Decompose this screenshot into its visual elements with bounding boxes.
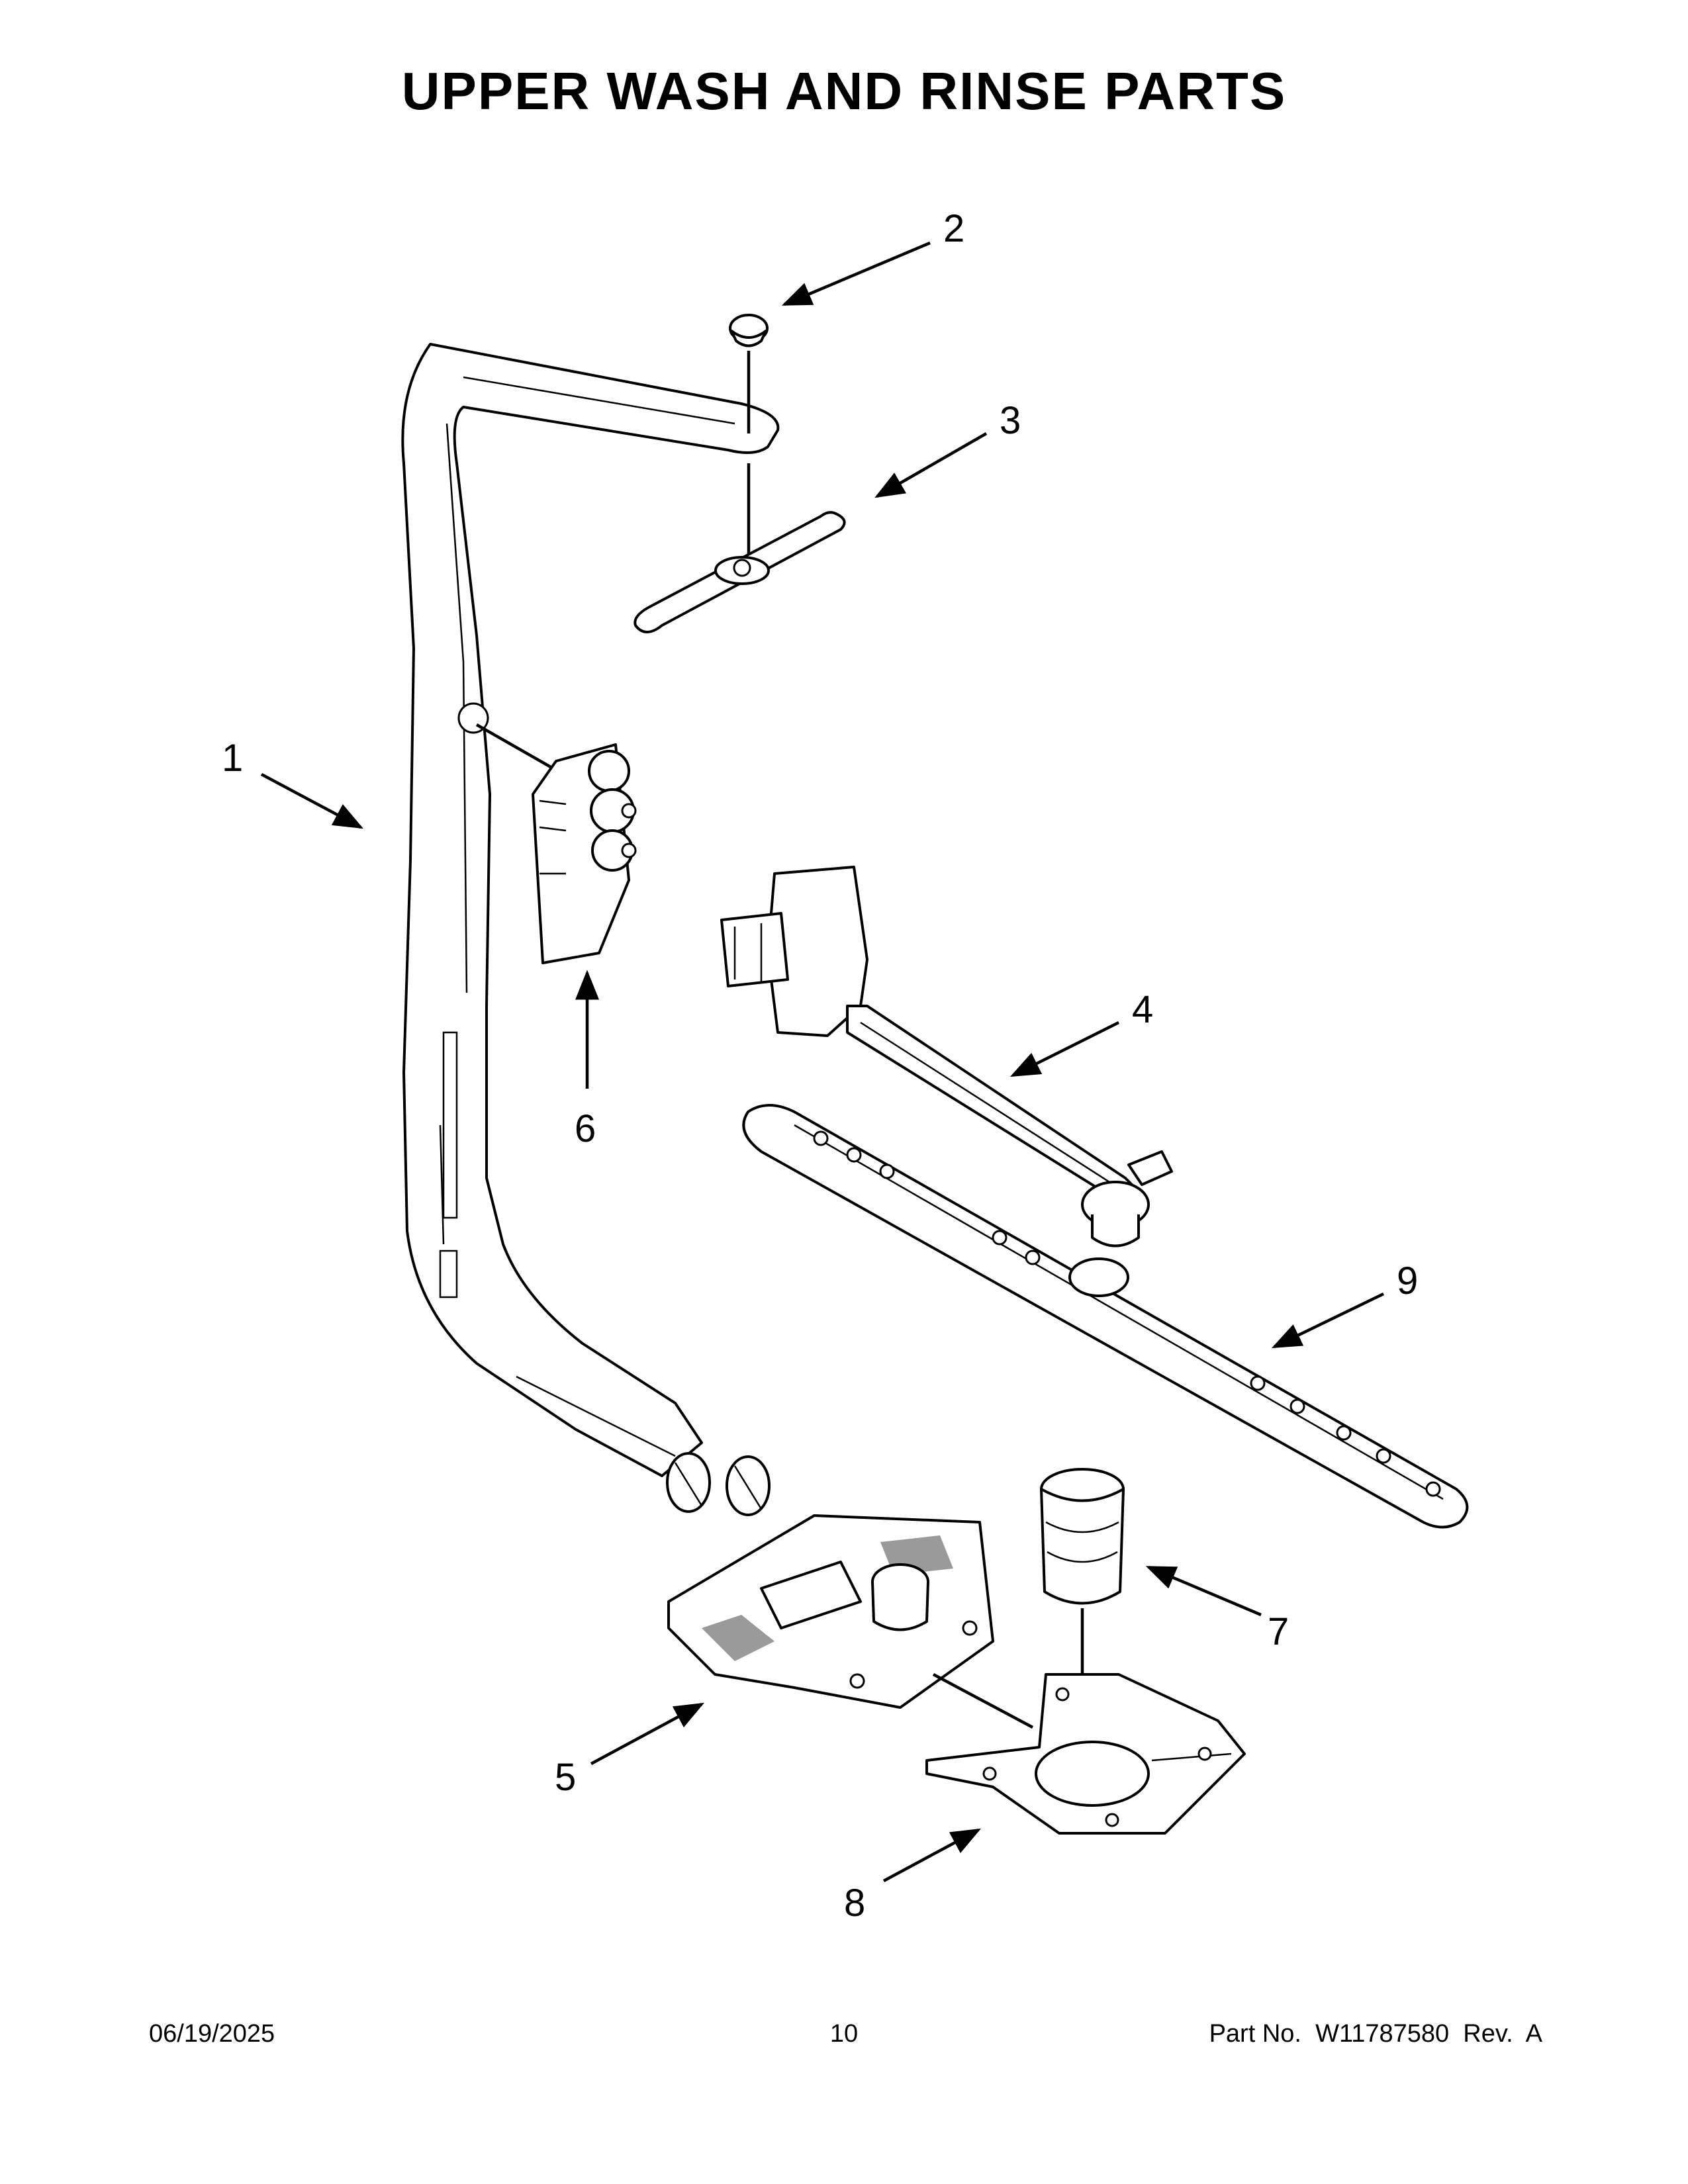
leader-arrow-2 (781, 241, 931, 306)
callout-5: 5 (555, 1756, 576, 1799)
part-2-cap (729, 314, 769, 433)
callout-1: 1 (222, 737, 243, 780)
callout-2: 2 (943, 207, 964, 250)
callout-6: 6 (575, 1107, 596, 1150)
part-5-sump-cover (667, 1514, 1034, 1729)
callout-9: 9 (1397, 1259, 1418, 1302)
callout-7: 7 (1268, 1610, 1289, 1653)
footer-part-number: Part No. W11787580 Rev. A (1209, 2020, 1542, 2048)
callout-3: 3 (1000, 399, 1021, 442)
leader-arrow-1 (260, 773, 363, 829)
leader-arrow-8 (882, 1828, 981, 1882)
part-9-lower-spray-arm (742, 1104, 1469, 1529)
page-title: UPPER WASH AND RINSE PARTS (401, 62, 1287, 120)
part-6-diverter (475, 723, 637, 964)
part-1-wash-supply-tube (401, 343, 780, 1516)
callout-4: 4 (1132, 988, 1153, 1031)
footer-page-number: 10 (829, 2020, 859, 2048)
leader-arrow-5 (590, 1702, 704, 1765)
part-4-supply-manifold (720, 866, 1173, 1248)
leader-arrow-7 (1145, 1565, 1262, 1617)
part-8-filter-base (925, 1673, 1246, 1835)
leader-arrow-3 (874, 432, 988, 498)
part-3-upper-spray-arm (633, 463, 846, 633)
footer-date: 06/19/2025 (149, 2020, 275, 2048)
callout-8: 8 (844, 1882, 865, 1925)
leader-arrow-4 (1009, 1021, 1120, 1077)
leader-arrow-9 (1271, 1292, 1384, 1349)
part-7-filter (1040, 1468, 1125, 1774)
